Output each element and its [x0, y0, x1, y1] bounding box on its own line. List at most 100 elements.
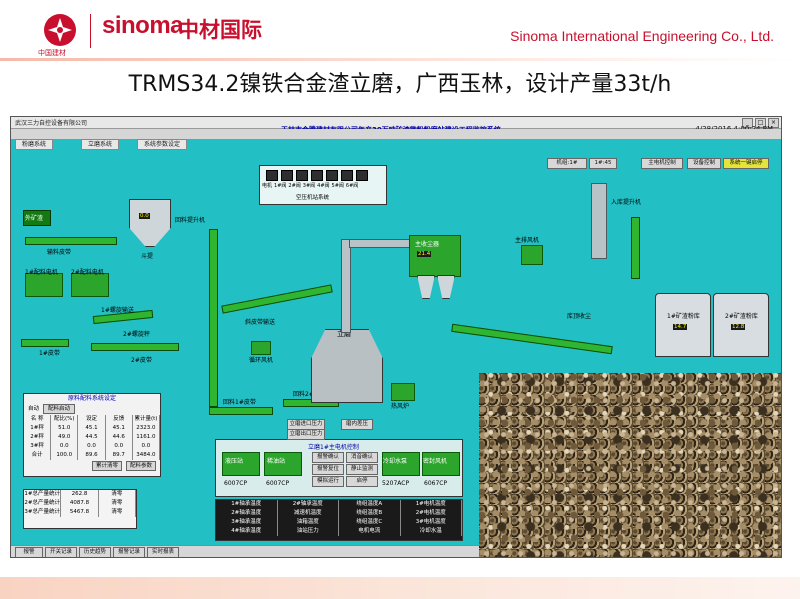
tab-mill[interactable]: 立磨系统 — [81, 139, 120, 150]
circulation-fan-label: 循环风机 — [249, 357, 274, 364]
fan-label: 冷却水泵 — [383, 458, 408, 465]
screw-conveyor-1-label: 1#螺旋输送 — [101, 307, 134, 314]
batch-silo[interactable] — [129, 199, 171, 247]
mill-diff-pressure: 磨内差压 — [341, 419, 373, 430]
status-trend-button[interactable]: 历史趋势 — [79, 547, 111, 557]
status-report-button[interactable]: 实时报表 — [147, 547, 179, 557]
table-row: 1#轴承温度 2#轴承温度 绕组温度A 1#电机温度 — [216, 500, 462, 509]
slide-title: TRMS34.2镍铁合金渣立磨，广西玉林，设计产量33t/h — [128, 72, 672, 97]
weigh-feeder-2-label: 2#配料电机 — [71, 269, 104, 276]
recipe-title: 原料配料系统设定 — [67, 395, 116, 402]
recipe-mode-label: 自动 — [28, 406, 40, 412]
silo-elevator[interactable] — [631, 217, 640, 279]
dust-collector-readout: 21.4 — [417, 251, 432, 257]
device-control-button[interactable]: 设备控制 — [687, 158, 721, 169]
slide-header: 中国建材 sinoma 中材国际 Sinoma International En… — [0, 0, 800, 62]
main-motor-control-button[interactable]: 主电机控制 — [641, 158, 683, 169]
inclined-belt[interactable] — [221, 284, 333, 314]
dust-hopper-1 — [417, 275, 435, 299]
bin-indicator — [326, 170, 338, 181]
tab-params[interactable]: 系统参数设定 — [137, 139, 188, 150]
silo-2-level: 12.8 — [731, 324, 746, 330]
scada-screen: 武汉三力自控设备有限公司 _ □ × 玉林市金腾建材有限公司年产30万吨矿渣微粉… — [10, 116, 782, 558]
weigh-feeder-2[interactable] — [71, 273, 109, 297]
table-row: 1#总产量统计 262.8 清零 — [24, 490, 136, 499]
recipe-params-button[interactable]: 配料参数 — [125, 461, 156, 471]
table-row: 2#轴承温度 减速机温度 绕组温度B 2#电机温度 — [216, 509, 462, 518]
table-row: 1#秤 51.0 45.1 45.1 2323.0 — [24, 424, 161, 433]
tab-strip — [11, 129, 781, 139]
outer-slag-bin[interactable] — [23, 210, 51, 226]
reset-total-button[interactable]: 累计清零 — [91, 461, 122, 471]
belt-2[interactable] — [91, 343, 179, 351]
fan-tag: 5207ACP — [382, 480, 410, 487]
bin-label: 4#阀 — [317, 183, 330, 189]
status-alarm-log-button[interactable]: 报警记录 — [113, 547, 145, 557]
silo-1-label: 1#矿渣粉库 — [667, 313, 700, 320]
bin-label: 3#阀 — [302, 183, 316, 189]
table-row: 合计 100.0 89.6 89.7 3484.0 — [24, 451, 161, 460]
circulation-fan[interactable] — [251, 341, 271, 355]
brand-separator — [90, 14, 91, 48]
temperature-grid: 1#轴承温度 2#轴承温度 绕组温度A 1#电机温度 2#轴承温度 减速机温度 … — [215, 499, 463, 541]
minimize-icon[interactable]: _ — [742, 118, 753, 128]
alarm-ack-button[interactable]: 报警确认 — [312, 452, 344, 463]
bin-indicator — [296, 170, 308, 181]
bin-indicator — [311, 170, 323, 181]
table-row: 2#总产量统计 4087.8 清零 — [24, 499, 136, 508]
status-bar: 报警 开关记录 历史趋势 报警记录 实时报表 — [11, 545, 479, 557]
motor-control-panel: 立磨1#主电机控制 液压站 稀油站 冷却水泵 密封风机 6007CP 6007C… — [215, 439, 463, 497]
mill-label: 立磨 — [337, 330, 351, 338]
tab-grinding[interactable]: 粉磨系统 — [15, 139, 54, 150]
mill-outlet-pressure: 立磨出口压力 — [287, 429, 325, 440]
mute-button[interactable]: 消音确认 — [346, 452, 378, 463]
cooling-pump-button[interactable] — [382, 452, 420, 476]
hot-air-label: 热风炉 — [391, 403, 410, 410]
static-monitor-button[interactable]: 静止监测 — [346, 464, 378, 475]
brand-name-en: sinoma — [102, 12, 184, 39]
silo-1-level: 14.7 — [673, 324, 688, 330]
product-slide[interactable] — [451, 323, 613, 355]
seal-fan-button[interactable] — [422, 452, 460, 476]
dust-hopper-2 — [437, 275, 455, 299]
brand-name-cn: 中材国际 — [178, 18, 262, 42]
outer-slag-label: 外矿渣 — [25, 215, 44, 222]
bin-label: 电机 — [262, 183, 273, 189]
belt-1[interactable] — [21, 339, 69, 347]
status-switch-log-button[interactable]: 开关记录 — [45, 547, 77, 557]
bin-label: 6#阀 — [345, 183, 359, 189]
simulate-button[interactable]: 模拟运行 — [312, 476, 344, 487]
main-exhaust-fan[interactable] — [521, 245, 543, 265]
start-stop-button[interactable]: 启停 — [346, 476, 378, 487]
table-row: 3#秤 0.0 0.0 0.0 0.0 — [24, 442, 161, 451]
oil-station-button[interactable] — [264, 452, 302, 476]
main-fan-label: 主排风机 — [515, 237, 540, 244]
bin-label: 1#阀 — [274, 183, 287, 189]
bin-caption: 空压机站系统 — [296, 195, 330, 201]
table-row: 4#轴承温度 油站压力 电机电流 冷却水温 — [216, 527, 462, 536]
silo-level-readout: 0.0 — [139, 213, 150, 219]
return-elevator[interactable] — [209, 229, 218, 407]
recipe-start-button[interactable]: 配料启动 — [43, 404, 76, 414]
recipe-panel: 原料配料系统设定 自动 配料启动 名 称 配比(%) 设定 反馈 累计量(t) … — [23, 393, 161, 477]
status-alarm-button[interactable]: 报警 — [15, 547, 43, 557]
vertical-mill[interactable] — [311, 329, 383, 403]
fan-label: 液压站 — [225, 458, 244, 465]
clear-total-button[interactable]: 清零 — [99, 490, 136, 499]
fan-tag: 6067CP — [424, 480, 448, 487]
clear-total-button[interactable]: 清零 — [99, 499, 136, 508]
dust-collector-label: 主收尘器 — [415, 241, 440, 248]
maximize-icon[interactable]: □ — [755, 118, 766, 128]
hot-air-furnace[interactable] — [391, 383, 415, 401]
feed-belt[interactable] — [25, 237, 117, 245]
fan-tag: 6007CP — [224, 480, 248, 487]
hydraulic-station-button[interactable] — [222, 452, 260, 476]
close-icon[interactable]: × — [768, 118, 779, 128]
bin-label: 5#阀 — [331, 183, 344, 189]
return-belt-1[interactable] — [209, 407, 273, 415]
table-row: 3#总产量统计 5467.8 清零 — [24, 508, 136, 517]
weigh-feeder-1[interactable] — [25, 273, 63, 297]
clear-total-button[interactable]: 清零 — [99, 508, 136, 517]
one-key-start-button[interactable]: 系统一键启停 — [723, 158, 769, 169]
alarm-reset-button[interactable]: 报警复位 — [312, 464, 344, 475]
